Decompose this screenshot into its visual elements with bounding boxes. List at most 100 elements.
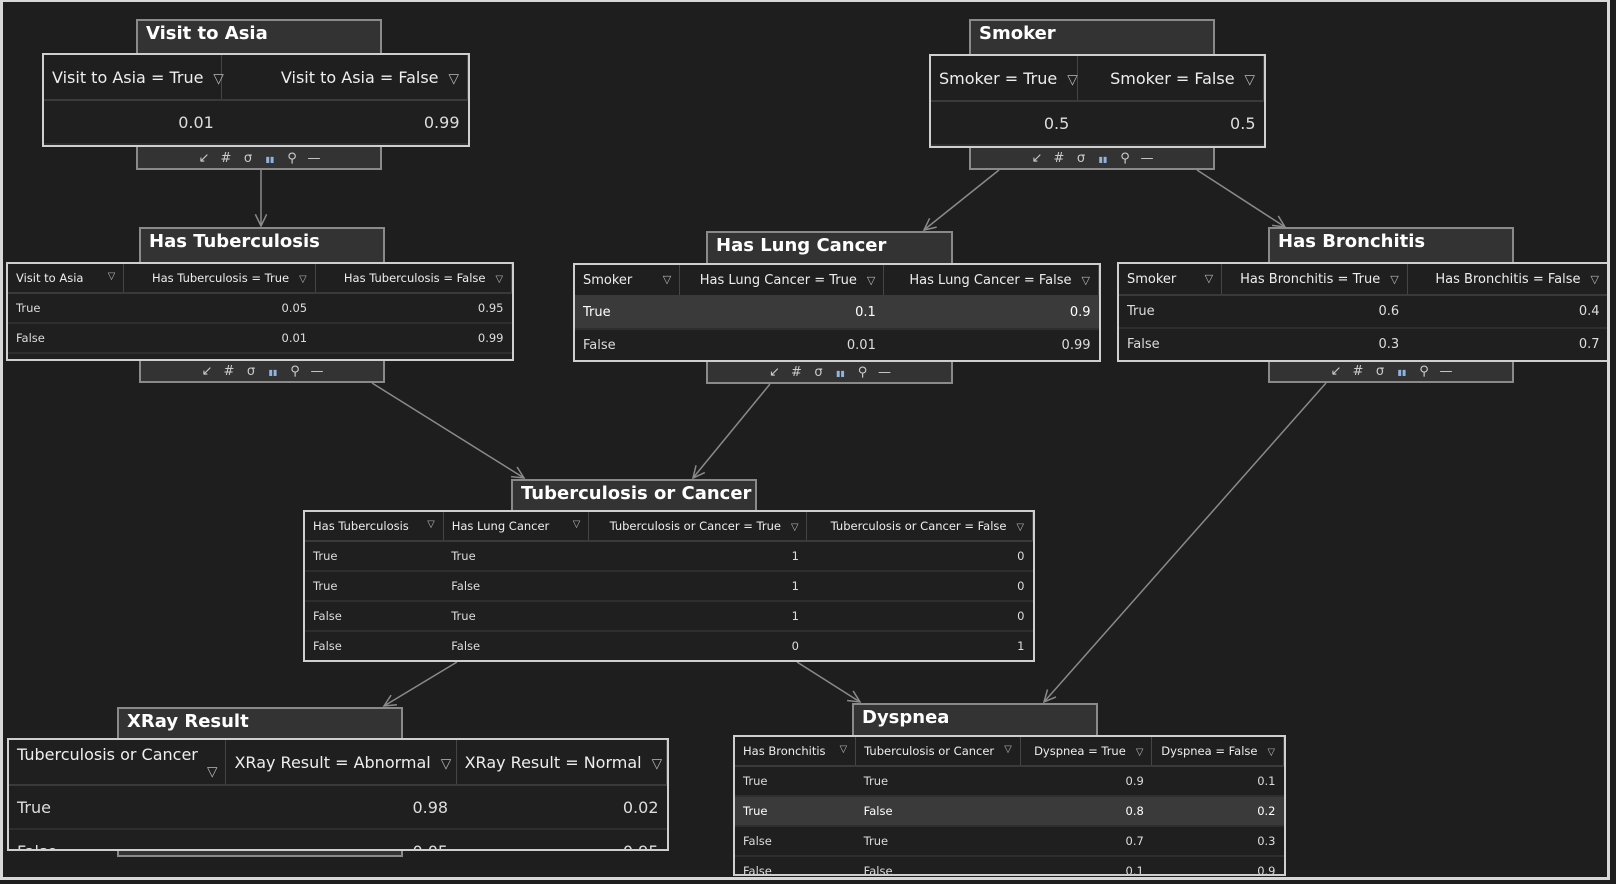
column-header[interactable]: Tuberculosis or Cancer = True▽ [588, 512, 808, 542]
search-icon[interactable]: ⚲ [1120, 151, 1130, 166]
bar-chart-icon[interactable]: ▮▮ [268, 368, 278, 377]
table-cell: True [855, 826, 1021, 857]
minimize-icon[interactable]: — [1140, 151, 1154, 166]
search-icon[interactable]: ⚲ [1419, 364, 1429, 379]
arrow-in-icon[interactable]: ↙ [1031, 151, 1043, 166]
filter-icon[interactable]: ▽ [495, 274, 503, 285]
arrow-in-icon[interactable]: ↙ [1330, 364, 1342, 379]
column-header[interactable]: Dyspnea = True▽ [1020, 737, 1153, 767]
filter-icon[interactable]: ▽ [448, 70, 459, 87]
filter-icon[interactable]: ▽ [1067, 71, 1078, 88]
filter-icon[interactable]: ▽ [427, 519, 435, 530]
column-header[interactable]: Has Bronchitis = True ▽ [1221, 264, 1408, 296]
arrow-in-icon[interactable]: ↙ [201, 364, 213, 379]
column-header[interactable]: Has Bronchitis▽ [735, 737, 857, 767]
sigma-icon[interactable]: σ [814, 365, 823, 380]
bar-chart-icon[interactable]: ▮▮ [1397, 368, 1407, 377]
column-header[interactable]: Tuberculosis or Cancer▽ [855, 737, 1021, 767]
column-header[interactable]: Smoker▽ [575, 265, 681, 297]
bar-chart-icon[interactable]: ▮▮ [265, 155, 275, 164]
filter-icon[interactable]: ▽ [207, 763, 218, 780]
filter-icon[interactable]: ▽ [1390, 272, 1399, 286]
column-header[interactable]: XRay Result = Normal▽ [456, 740, 667, 786]
column-header[interactable]: Smoker▽ [1119, 264, 1223, 296]
grid-icon[interactable]: # [220, 151, 232, 166]
column-header[interactable]: XRay Result = Abnormal▽ [225, 740, 457, 786]
column-header[interactable]: Visit to Asia = True▽ [44, 55, 224, 101]
column-header-label: Has Bronchitis = True [1240, 271, 1381, 287]
column-header[interactable]: Has Lung Cancer = True▽ [679, 265, 885, 297]
filter-icon[interactable]: ▽ [1135, 747, 1144, 758]
filter-icon[interactable]: ▽ [1204, 271, 1214, 285]
arrow-in-icon[interactable]: ↙ [198, 151, 210, 166]
filter-icon[interactable]: ▽ [1244, 71, 1255, 88]
sigma-icon[interactable]: σ [1076, 151, 1086, 166]
grid-icon[interactable]: # [791, 365, 802, 380]
column-header[interactable]: Dyspnea = False▽ [1151, 737, 1284, 767]
table-cell: 0.7 [1020, 826, 1152, 857]
minimize-icon[interactable]: — [307, 151, 321, 166]
sigma-icon[interactable]: σ [1375, 364, 1385, 379]
grid-icon[interactable]: # [223, 364, 235, 379]
filter-icon[interactable]: ▽ [107, 271, 116, 282]
filter-icon[interactable]: ▽ [839, 744, 848, 755]
arrow-in-icon[interactable]: ↙ [769, 365, 780, 380]
filter-icon[interactable]: ▽ [1590, 272, 1600, 286]
cpt-table: Visit to Asia▽Has Tuberculosis = True▽Ha… [8, 264, 512, 354]
search-icon[interactable]: ⚲ [857, 365, 868, 380]
filter-icon[interactable]: ▽ [213, 70, 224, 87]
column-header[interactable]: Tuberculosis or Cancer▽ [9, 740, 227, 786]
filter-icon[interactable]: ▽ [440, 755, 452, 772]
column-header[interactable]: Smoker = False▽ [1077, 56, 1264, 102]
search-icon[interactable]: ⚲ [290, 364, 300, 379]
minimize-icon[interactable]: — [310, 364, 324, 379]
column-header[interactable]: Has Lung Cancer▽ [443, 512, 590, 542]
bar-chart-icon[interactable]: ▮▮ [1098, 155, 1108, 164]
sigma-icon[interactable]: σ [243, 151, 253, 166]
column-header[interactable]: Smoker = True▽ [931, 56, 1078, 102]
filter-icon[interactable]: ▽ [1081, 273, 1091, 287]
minimize-icon[interactable]: — [878, 365, 891, 380]
column-header[interactable]: Tuberculosis or Cancer = False▽ [806, 512, 1033, 542]
sigma-icon[interactable]: σ [246, 364, 256, 379]
grid-icon[interactable]: # [1053, 151, 1065, 166]
column-header[interactable]: Has Lung Cancer = False▽ [883, 265, 1099, 297]
minimize-icon[interactable]: — [1439, 364, 1453, 379]
grid-icon[interactable]: # [1352, 364, 1364, 379]
column-header[interactable]: Visit to Asia▽ [8, 264, 125, 294]
filter-icon[interactable]: ▽ [1267, 747, 1275, 758]
filter-icon[interactable]: ▽ [1016, 522, 1024, 533]
filter-icon[interactable]: ▽ [651, 755, 663, 772]
search-icon[interactable]: ⚲ [287, 151, 297, 166]
filter-icon[interactable]: ▽ [790, 522, 799, 533]
bar-chart-icon[interactable]: ▮▮ [836, 369, 845, 378]
filter-icon[interactable]: ▽ [662, 272, 672, 286]
column-header[interactable]: Has Bronchitis = False▽ [1407, 264, 1608, 296]
filter-icon[interactable]: ▽ [1004, 744, 1012, 755]
filter-icon[interactable]: ▽ [299, 274, 307, 285]
column-header[interactable]: Has Tuberculosis = True▽ [123, 264, 316, 294]
column-header[interactable]: Visit to Asia = False▽ [221, 55, 468, 101]
column-header[interactable]: Has Tuberculosis = False▽ [315, 264, 512, 294]
column-header[interactable]: Has Tuberculosis▽ [305, 512, 444, 542]
filter-icon[interactable]: ▽ [866, 273, 876, 287]
filter-icon[interactable]: ▽ [572, 519, 581, 530]
